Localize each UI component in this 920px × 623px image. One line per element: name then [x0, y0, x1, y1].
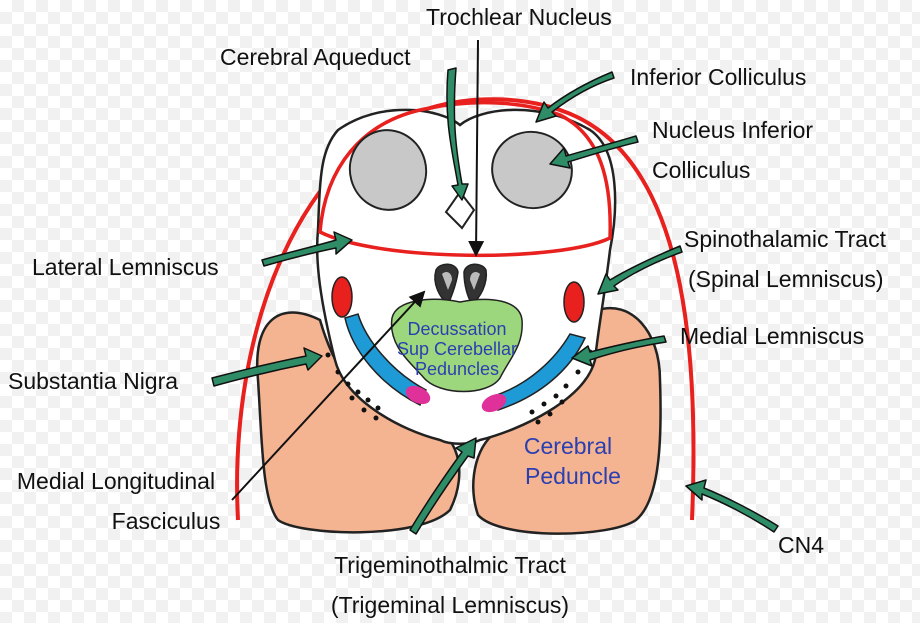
label-mlf-line2: Fasciculus — [111, 508, 221, 534]
label-spinothalamic-line2: (Spinal Lemniscus) — [688, 266, 884, 292]
green-arrows — [211, 67, 779, 535]
label-trigeminothalmic-line1: Trigeminothalmic Tract — [334, 552, 566, 578]
label-trochlear-nucleus: Trochlear Nucleus — [426, 4, 612, 30]
label-decussation-line2: Sup Cerebellar — [396, 339, 518, 359]
label-spinothalamic-line1: Spinothalamic Tract — [684, 226, 886, 252]
mlf-pointer — [231, 290, 426, 501]
tectum-outline — [318, 100, 612, 258]
right-spinothalamic-tract — [563, 281, 585, 323]
cn4-outline — [235, 97, 696, 521]
label-mlf-line1: Medial Longitudinal — [16, 468, 216, 494]
decussation-superior-cerebellar-peduncles — [390, 298, 523, 393]
label-inferior-colliculus: Inferior Colliculus — [630, 64, 807, 90]
cerebral-aqueduct — [444, 190, 476, 230]
right-trigeminal-lemniscus — [481, 393, 507, 413]
left-inferior-colliculus-nucleus — [348, 129, 428, 211]
right-inferior-colliculus-nucleus — [491, 130, 573, 210]
trochlear-pointer — [468, 39, 485, 257]
label-lateral-lemniscus: Lateral Lemniscus — [32, 254, 219, 280]
label-cn4: CN4 — [778, 532, 825, 558]
label-medial-lemniscus: Medial Lemniscus — [680, 323, 865, 349]
label-decussation-line1: Decussation — [407, 319, 507, 339]
left-spinothalamic-tract — [331, 276, 353, 318]
left-trigeminal-lemniscus — [405, 385, 431, 405]
label-substantia-nigra: Substantia Nigra — [8, 368, 179, 394]
label-trigeminothalmic-line2: (Trigeminal Lemniscus) — [330, 592, 570, 618]
label-cerebral-aqueduct: Cerebral Aqueduct — [220, 44, 411, 70]
label-nucleus-inferior-colliculus-line1: Nucleus Inferior — [652, 117, 814, 143]
label-nucleus-inferior-colliculus-line2: Colliculus — [652, 157, 751, 183]
label-cerebral-peduncle-line2: Peduncle — [525, 463, 621, 489]
label-decussation-line3: Peduncles — [414, 359, 500, 379]
label-cerebral-peduncle-line1: Cerebral — [523, 433, 613, 459]
